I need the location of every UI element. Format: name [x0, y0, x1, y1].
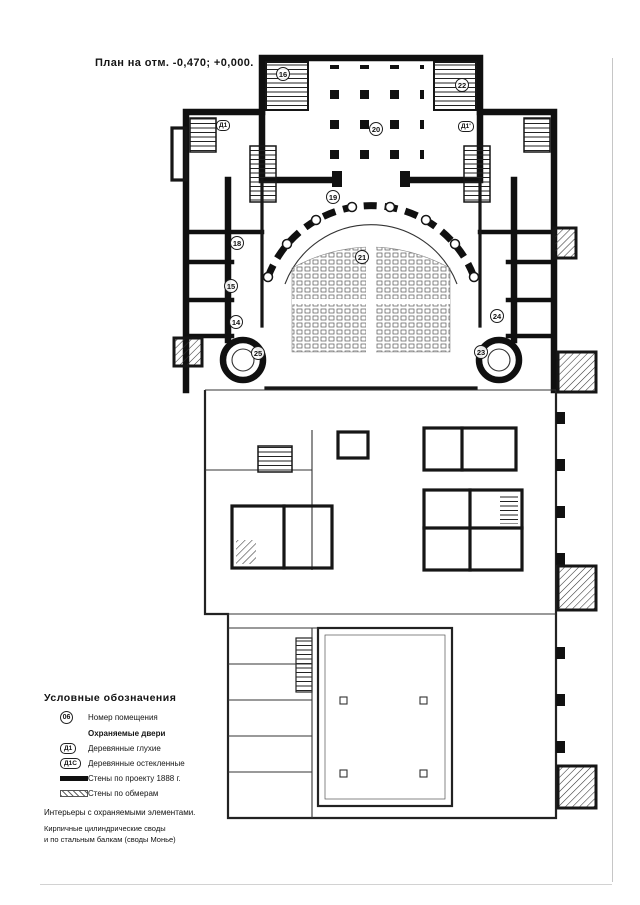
- wall-1888-swatch: [60, 775, 88, 781]
- legend: Условные обозначения 06 Номер помещения …: [44, 692, 324, 846]
- scan-edge-horizontal: [40, 884, 612, 885]
- stage-column-grid: [315, 65, 424, 174]
- note-vaults-line1: Кирпичные цилиндрические своды: [44, 824, 166, 833]
- legend-walls-survey: Стены по обмерам: [44, 787, 324, 799]
- colonnade-columns: [262, 201, 480, 283]
- plan-title: План на отм. -0,470; +0,000.: [95, 57, 254, 69]
- legend-heading: Условные обозначения: [44, 692, 177, 704]
- scan-edge-vertical: [612, 58, 613, 882]
- room-label: 18: [230, 236, 244, 250]
- wall-survey-swatch: [60, 789, 88, 797]
- room-number-symbol: 06: [60, 711, 73, 724]
- door-mark: Д1: [216, 120, 231, 131]
- legend-walls-1888: Стены по проекту 1888 г.: [44, 772, 324, 784]
- room-label: 22: [455, 78, 469, 92]
- colonnade-arc: [264, 202, 478, 279]
- legend-door-solid: Д1 Деревянные глухие: [44, 742, 324, 754]
- facade-pilasters: [556, 412, 565, 753]
- room-label: 23: [474, 345, 488, 359]
- door-mark: Д1': [458, 121, 474, 132]
- legend-room-number-label: Номер помещения: [88, 713, 158, 722]
- door-glazed-symbol: Д1С: [60, 757, 81, 769]
- room-label: 19: [326, 190, 340, 204]
- right-rotunda: [475, 336, 523, 384]
- room-label: 24: [490, 309, 504, 323]
- legend-doors-heading: Охраняемые двери: [88, 728, 166, 738]
- legend-room-number: 06 Номер помещения: [44, 711, 324, 724]
- room-label: 25: [251, 346, 265, 360]
- door-solid-symbol: Д1: [60, 742, 77, 754]
- room-label: 15: [224, 279, 238, 293]
- central-hall: [316, 626, 454, 808]
- note-vaults-line2: и по стальным балкам (своды Монье): [44, 834, 176, 844]
- entrance-porticos: [556, 350, 598, 810]
- room-label: 16: [276, 67, 290, 81]
- room-label: 21: [355, 250, 369, 264]
- stage-block: [258, 54, 484, 187]
- legend-notes: Интерьеры с охраняемыми элементами. Кирп…: [44, 808, 324, 846]
- left-rotunda: [219, 336, 267, 384]
- legend-door-glazed: Д1С Деревянные остекленные: [44, 757, 324, 769]
- room-label: 14: [229, 315, 243, 329]
- auditorium: [219, 176, 523, 390]
- room-label: 20: [369, 122, 383, 136]
- note-interiors: Интерьеры с охраняемыми элементами.: [44, 808, 196, 817]
